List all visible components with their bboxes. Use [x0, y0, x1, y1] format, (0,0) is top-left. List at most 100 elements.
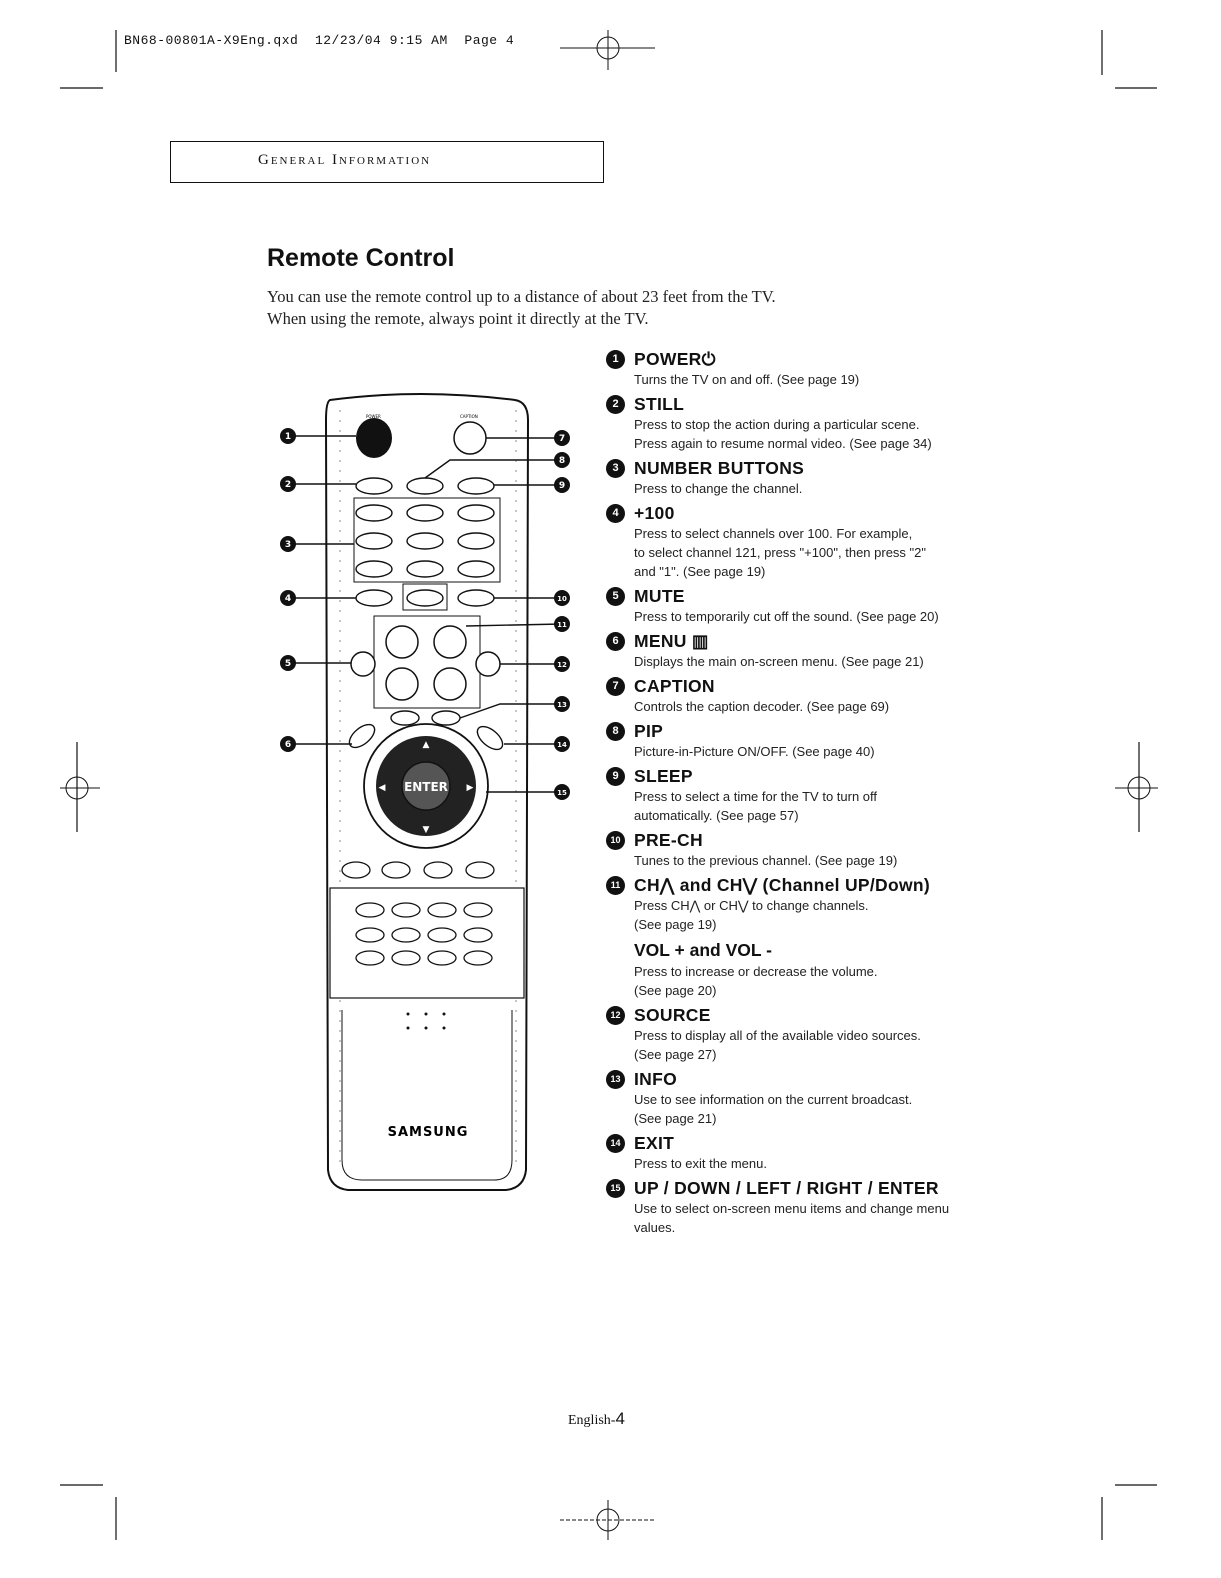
item-desc: Press to exit the menu.: [634, 1156, 767, 1171]
sleep-button: [457, 477, 495, 495]
item-badge: 13: [606, 1070, 625, 1089]
callout-12: 12: [554, 656, 570, 672]
svg-text:15: 15: [557, 789, 567, 797]
source-button: [475, 651, 501, 677]
item-plus100: 4 +100 Press to select channels over 100…: [606, 502, 1026, 581]
item-label: INFO: [634, 1069, 678, 1089]
svg-text:6: 6: [285, 740, 291, 750]
menu-button: [348, 723, 376, 749]
intro-line-2: When using the remote, always point it d…: [267, 309, 649, 328]
item-ch-vol: 11 CH⋀ and CH⋁ (Channel UP/Down) Press C…: [606, 874, 1026, 1000]
svg-text:POWER: POWER: [366, 414, 381, 419]
print-slug: BN68-00801A-X9Eng.qxd 12/23/04 9:15 AM P…: [124, 33, 514, 48]
callout-7: 7: [554, 430, 570, 446]
registration-mark-top: [560, 30, 655, 70]
item-label: POWER⏻: [634, 349, 716, 369]
page-title: Remote Control: [267, 244, 455, 272]
section-header-box: [170, 141, 604, 183]
item-prech: 10 PRE-CH Tunes to the previous channel.…: [606, 829, 1026, 870]
svg-text:7: 7: [559, 434, 565, 444]
still-button: [355, 477, 393, 495]
item-desc: Tunes to the previous channel. (See page…: [634, 853, 898, 868]
item-mute: 5 MUTE Press to temporarily cut off the …: [606, 585, 1026, 626]
svg-text:13: 13: [557, 701, 567, 709]
item-source: 12 SOURCE Press to display all of the av…: [606, 1004, 1026, 1064]
caption-button: [453, 421, 487, 455]
item-desc: Press CH⋀ or CH⋁ to change channels. (Se…: [634, 898, 869, 932]
zero-button: [406, 589, 444, 607]
svg-text:3: 3: [285, 540, 291, 550]
item-badge: 1: [606, 350, 625, 369]
svg-text:10: 10: [557, 595, 567, 603]
ch-up-button: [433, 625, 467, 659]
item-label: MENU ▥: [634, 631, 709, 651]
item-label: STILL: [634, 394, 685, 414]
item-sub-desc: Press to increase or decrease the volume…: [634, 964, 878, 998]
callout-1: 1: [280, 428, 296, 444]
item-badge: 5: [606, 587, 625, 606]
item-desc: Press to stop the action during a partic…: [634, 417, 932, 451]
item-desc: Controls the caption decoder. (See page …: [634, 699, 890, 714]
svg-text:5: 5: [285, 659, 291, 669]
section-title: General Information: [258, 152, 432, 168]
registration-mark-left: [60, 776, 100, 800]
callout-14: 14: [554, 736, 570, 752]
item-badge: 6: [606, 632, 625, 651]
svg-text:▲: ▲: [423, 740, 430, 750]
button-description-list: 1 POWER⏻ Turns the TV on and off. (See p…: [606, 348, 1026, 1241]
item-desc: Press to temporarily cut off the sound. …: [634, 609, 939, 624]
item-label: UP / DOWN / LEFT / RIGHT / ENTER: [634, 1178, 939, 1198]
svg-text:▶: ▶: [467, 783, 474, 793]
item-badge: 9: [606, 767, 625, 786]
slug-page: Page 4: [464, 33, 515, 48]
enter-label: ENTER: [404, 780, 448, 794]
item-badge: 2: [606, 395, 625, 414]
intro-line-1: You can use the remote control up to a d…: [267, 287, 776, 306]
item-label: CAPTION: [634, 676, 715, 696]
slug-time: 9:15 AM: [389, 33, 448, 48]
item-badge: 10: [606, 831, 625, 850]
intro-text: You can use the remote control up to a d…: [267, 286, 776, 330]
item-still: 2 STILL Press to stop the action during …: [606, 393, 1026, 453]
svg-text:▼: ▼: [423, 825, 430, 835]
item-badge: 12: [606, 1006, 625, 1025]
footer-page-number: 4: [615, 1409, 625, 1428]
svg-text:CAPTION: CAPTION: [460, 414, 478, 419]
page-footer: English-4: [568, 1409, 625, 1429]
svg-text:2: 2: [285, 480, 291, 490]
item-caption: 7 CAPTION Controls the caption decoder. …: [606, 675, 1026, 716]
item-desc: Picture-in-Picture ON/OFF. (See page 40): [634, 744, 875, 759]
item-menu: 6 MENU ▥ Displays the main on-screen men…: [606, 630, 1026, 671]
item-label: PRE-CH: [634, 830, 703, 850]
brand-logo: SAMSUNG: [388, 1125, 469, 1140]
item-label: MUTE: [634, 586, 685, 606]
item-exit: 14 EXIT Press to exit the menu.: [606, 1132, 1026, 1173]
svg-text:9: 9: [559, 481, 565, 491]
svg-text:◀: ◀: [379, 783, 386, 793]
callout-8: 8: [554, 452, 570, 468]
item-desc: Use to select on-screen menu items and c…: [634, 1201, 950, 1235]
number-buttons: [355, 504, 495, 578]
item-badge: 3: [606, 459, 625, 478]
slug-file: BN68-00801A-X9Eng.qxd: [124, 33, 299, 48]
callout-9: 9: [554, 477, 570, 493]
item-badge: 15: [606, 1179, 625, 1198]
callout-5: 5: [280, 655, 296, 671]
prech-button: [457, 589, 495, 607]
footer-prefix: English-: [568, 1413, 616, 1428]
item-label: CH⋀ and CH⋁ (Channel UP/Down): [634, 875, 931, 895]
item-label: EXIT: [634, 1133, 675, 1153]
power-button: [356, 418, 392, 458]
svg-text:8: 8: [559, 456, 565, 466]
plus100-button: [355, 589, 393, 607]
remote-lower-panel: [329, 887, 525, 999]
vol-down-button: [385, 667, 419, 701]
item-sleep: 9 SLEEP Press to select a time for the T…: [606, 765, 1026, 825]
svg-text:4: 4: [285, 594, 291, 604]
item-pip: 8 PIP Picture-in-Picture ON/OFF. (See pa…: [606, 720, 1026, 761]
item-desc: Press to select a time for the TV to tur…: [634, 789, 878, 823]
item-info: 13 INFO Use to see information on the cu…: [606, 1068, 1026, 1128]
callout-10: 10: [554, 590, 570, 606]
item-badge: 14: [606, 1134, 625, 1153]
remote-illustration: POWER CAPTION ENTER ▲ ▼: [280, 393, 570, 1191]
